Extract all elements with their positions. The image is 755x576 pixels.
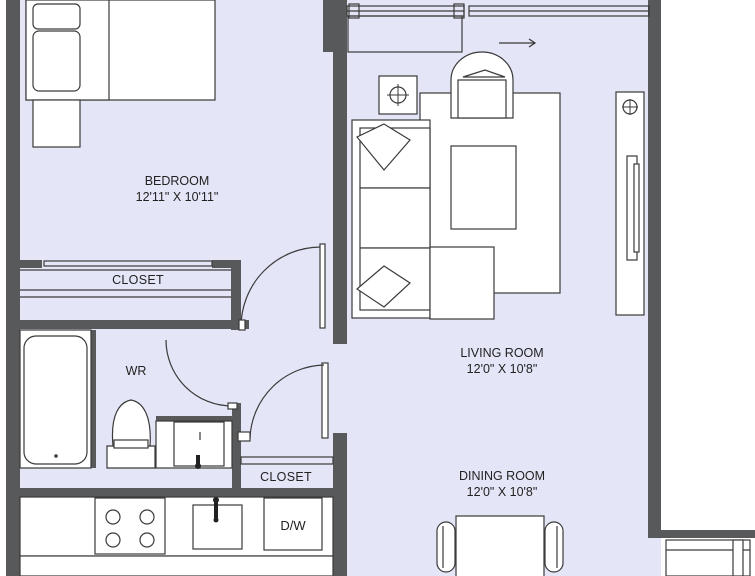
washroom-door: [165, 339, 238, 410]
tv-console: [615, 91, 645, 316]
hall-closet-door: [237, 362, 329, 442]
dining-table: [436, 515, 564, 576]
dining-room-dims: 12'0" X 10'8": [467, 485, 538, 499]
stove-burner-icon: [94, 497, 166, 555]
bedroom-dims: 12'11" X 10'11": [136, 190, 219, 204]
sofa: [351, 119, 495, 320]
dining-room-name: DINING ROOM: [459, 469, 545, 483]
bedroom-closet-label: CLOSET: [112, 273, 164, 287]
lamp-icon: [378, 75, 418, 115]
bathtub-icon: [19, 329, 92, 469]
dishwasher: [263, 497, 323, 551]
walls: [6, 0, 755, 576]
arrow-right-icon: [499, 38, 537, 48]
window-top: [346, 3, 650, 53]
bathroom-vanity: [155, 420, 233, 469]
balcony-edge: [665, 539, 751, 576]
dishwasher-label: D/W: [280, 518, 306, 533]
hall-closet-label: CLOSET: [260, 470, 312, 484]
armchair: [450, 51, 514, 119]
living-room-name: LIVING ROOM: [460, 346, 543, 360]
exterior-area: [661, 0, 755, 530]
wr-label: WR: [126, 364, 147, 378]
sink-icon: [192, 497, 243, 550]
bedroom-closet: [20, 260, 231, 298]
bedroom-door: [238, 243, 326, 331]
toilet-icon: [106, 399, 156, 469]
hall-closet: [240, 456, 334, 465]
living-room-dims: 12'0" X 10'8": [467, 362, 538, 376]
bed: [25, 0, 216, 148]
bedroom-name: BEDROOM: [145, 174, 210, 188]
